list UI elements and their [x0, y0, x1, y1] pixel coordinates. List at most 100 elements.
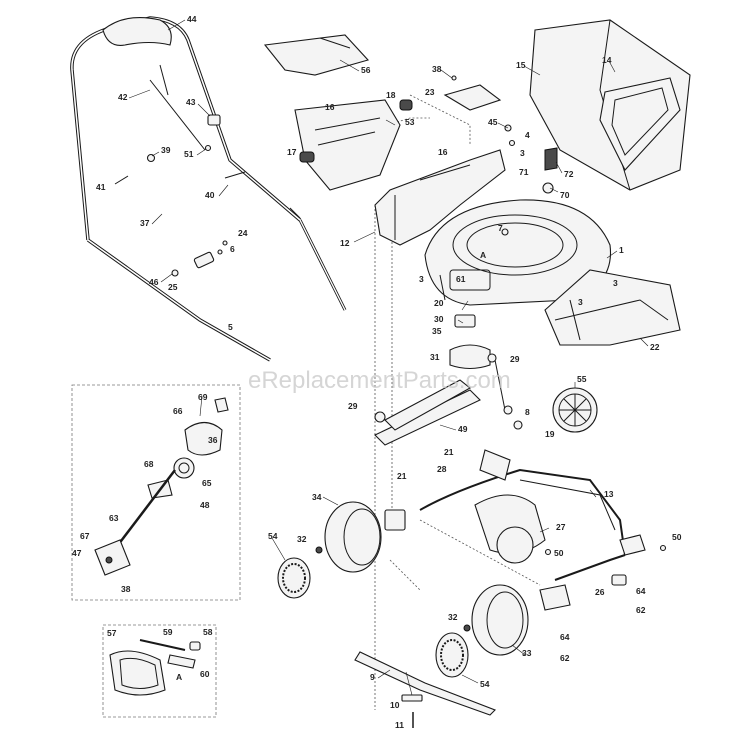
rear-deflector: [294, 99, 413, 191]
callout-13: 13: [604, 489, 614, 499]
callout-labels: 44 56 15 14 38 23 42 43 16 18 53 45 4 39…: [72, 14, 682, 730]
inset-box-key: A: [102, 624, 217, 718]
discharge-door: [443, 75, 516, 147]
callout-8: 8: [525, 407, 530, 417]
callout-5: 5: [228, 322, 233, 332]
callout-58: 58: [203, 627, 213, 637]
callout-39: 39: [161, 145, 171, 155]
mulch-plug: [263, 34, 370, 76]
callout-43: 43: [186, 97, 196, 107]
gear-54a: [277, 557, 311, 599]
callout-55: 55: [577, 374, 587, 384]
callout-37: 37: [140, 218, 150, 228]
callout-3: 3: [419, 274, 424, 284]
callout-19: 19: [545, 429, 555, 439]
callout-36: 36: [208, 435, 218, 445]
callout-48: 48: [200, 500, 210, 510]
callout-46: 46: [149, 277, 159, 287]
height-adjusters: [374, 314, 523, 446]
mower-deck: A: [424, 199, 612, 306]
callout-61: 61: [456, 274, 466, 284]
callout-71: 71: [519, 167, 529, 177]
watermark: eReplacementParts.com: [248, 367, 511, 394]
callout-9: 9: [370, 672, 375, 682]
callout-35: 35: [432, 326, 442, 336]
callout-53: 53: [405, 117, 415, 127]
callout-27: 27: [556, 522, 566, 532]
callout-62: 62: [636, 605, 646, 615]
callout-4: 4: [525, 130, 530, 140]
rear-hood: [374, 147, 558, 246]
callout-63: 63: [109, 513, 119, 523]
callout-40: 40: [205, 190, 215, 200]
callout-28: 28: [437, 464, 447, 474]
callout-3: 3: [520, 148, 525, 158]
callout-70: 70: [560, 190, 570, 200]
callout-34: 34: [312, 492, 322, 502]
callout-14: 14: [602, 55, 612, 65]
callout-10: 10: [390, 700, 400, 710]
inset-letter-a: A: [176, 672, 182, 682]
callout-32: 32: [297, 534, 307, 544]
callout-69: 69: [198, 392, 208, 402]
callout-29: 29: [348, 401, 358, 411]
callout-26: 26: [595, 587, 605, 597]
callout-3: 3: [578, 297, 583, 307]
cable-clip: [207, 114, 221, 126]
assembly-guide-lines: [354, 94, 541, 710]
callout-62: 62: [560, 653, 570, 663]
callout-54: 54: [268, 531, 278, 541]
callout-64: 64: [636, 586, 646, 596]
callout-16: 16: [325, 102, 335, 112]
callout-25: 25: [168, 282, 178, 292]
deck-letter-a: A: [480, 250, 486, 260]
callout-22: 22: [650, 342, 660, 352]
catcher-frame: [599, 77, 681, 171]
callout-11: 11: [395, 720, 404, 730]
front-wheel: [315, 501, 382, 573]
callout-15: 15: [516, 60, 526, 70]
callout-30: 30: [434, 314, 444, 324]
callout-67: 67: [80, 531, 90, 541]
callout-51: 51: [184, 149, 194, 159]
callout-47: 47: [72, 548, 82, 558]
callout-6: 6: [230, 244, 235, 254]
callout-20: 20: [434, 298, 444, 308]
callout-29: 29: [510, 354, 520, 364]
callout-66: 66: [173, 406, 183, 416]
leader-lines: [128, 19, 649, 696]
callout-24: 24: [238, 228, 248, 238]
callout-38: 38: [121, 584, 131, 594]
callout-42: 42: [118, 92, 128, 102]
callout-45: 45: [488, 117, 498, 127]
grass-catcher: [529, 19, 691, 191]
callout-32: 32: [448, 612, 458, 622]
callout-72: 72: [564, 169, 574, 179]
callout-50: 50: [672, 532, 682, 542]
callout-18: 18: [386, 90, 396, 100]
bail-grip: [102, 17, 172, 46]
callout-65: 65: [202, 478, 212, 488]
drive-axle: [384, 449, 667, 611]
callout-57: 57: [107, 628, 117, 638]
rear-shield: [544, 269, 681, 346]
upper-handle: [70, 16, 347, 362]
callout-33: 33: [522, 648, 532, 658]
callout-64: 64: [560, 632, 570, 642]
callout-50: 50: [554, 548, 564, 558]
callout-31: 31: [430, 352, 440, 362]
callout-41: 41: [96, 182, 106, 192]
callout-68: 68: [144, 459, 154, 469]
callout-44: 44: [187, 14, 197, 24]
callout-21: 21: [444, 447, 454, 457]
callout-1: 1: [619, 245, 624, 255]
callout-7: 7: [498, 223, 503, 233]
callout-56: 56: [361, 65, 371, 75]
callout-12: 12: [340, 238, 350, 248]
callout-49: 49: [458, 424, 468, 434]
callout-23: 23: [425, 87, 435, 97]
hubcap-55: [552, 387, 598, 433]
callout-54: 54: [480, 679, 490, 689]
callout-38: 38: [432, 64, 442, 74]
